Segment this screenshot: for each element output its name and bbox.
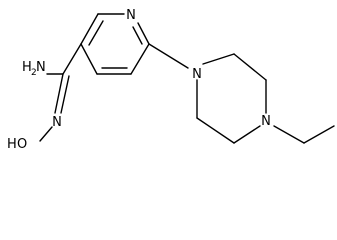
amine-n-label: N bbox=[36, 60, 46, 75]
imine-nitrogen-label: N bbox=[52, 115, 62, 130]
piperazine-n1-label: N bbox=[192, 67, 202, 82]
bond-pn4-ch2 bbox=[273, 125, 305, 144]
hydroxyl-o-label: O bbox=[17, 137, 27, 152]
bond-c-bottom-c-bottom-left bbox=[196, 117, 235, 144]
amidoxime-group bbox=[39, 43, 82, 142]
bond-c2-ring-n bbox=[137, 22, 150, 45]
bond-c-top-c-top-right bbox=[233, 53, 267, 81]
bond-c4-amidine-c bbox=[62, 43, 82, 75]
piperazine-n4-label: N bbox=[261, 114, 271, 129]
amine-h-label: H bbox=[22, 60, 32, 75]
bond-c6-c5-inner bbox=[88, 20, 104, 46]
bond-c2-ring-n-inner bbox=[132, 26, 143, 45]
pyridine-ring bbox=[80, 13, 150, 75]
bond-c3-c2 bbox=[130, 43, 150, 75]
piperazine-ring bbox=[196, 53, 267, 144]
bond-c6-c5 bbox=[80, 13, 99, 45]
hydroxyl-h-label: H bbox=[7, 137, 17, 152]
amine-subscript-label: 2 bbox=[31, 68, 37, 78]
bond-n-o bbox=[39, 126, 53, 142]
amine-label: H 2 N bbox=[22, 60, 46, 78]
bond-amidine-c-n-double-a bbox=[54, 73, 64, 114]
bond-c2-piperazine-n bbox=[148, 43, 189, 69]
bond-pn1-c-top bbox=[202, 53, 235, 65]
bond-amidine-c-n-double-b bbox=[60, 75, 70, 114]
molecule-diagram: N N N H 2 N N H O bbox=[7, 8, 335, 152]
bond-pn4-c-bottom bbox=[233, 125, 261, 144]
ethyl-group bbox=[273, 125, 335, 144]
bond-ch2-ch3 bbox=[303, 125, 335, 144]
ring-nitrogen-label: N bbox=[126, 8, 136, 23]
hydroxyl-label: H O bbox=[7, 137, 27, 152]
bond-c5-c4 bbox=[80, 43, 98, 75]
